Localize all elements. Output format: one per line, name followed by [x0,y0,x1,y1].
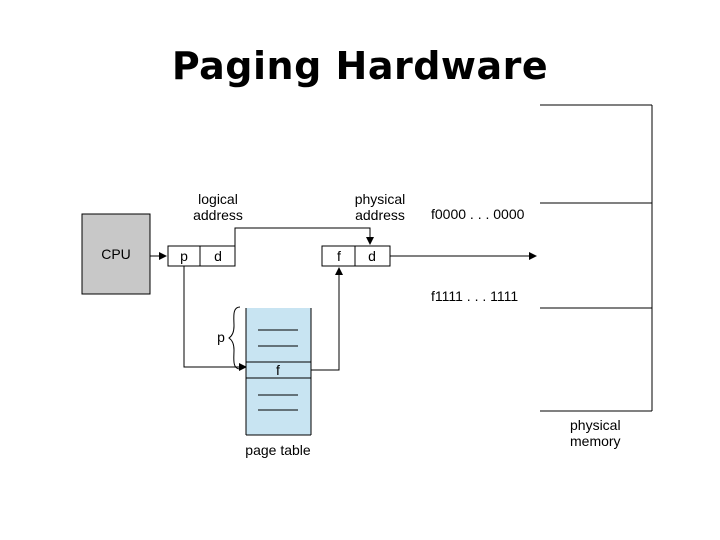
logical-address-label-line1: logical [198,191,238,207]
page-index-label: p [217,329,225,345]
logical-p-label: p [180,248,188,264]
physical-d-label: d [368,248,376,264]
physical-memory-label-line2: memory [570,433,621,449]
offset-arrow [234,227,374,246]
page-table-box [246,308,311,435]
cpu-box [81,213,151,295]
frame-end-address: f1111 . . . 1111 [431,288,518,304]
logical-d-label: d [214,248,222,264]
page-table-label: page table [245,442,311,458]
physical-address-label-line1: physical [355,191,406,207]
frame-number-arrow [311,267,343,371]
page-index-brace [228,306,241,370]
physical-address-label-line2: address [355,207,405,223]
logical-address-label-line2: address [193,207,243,223]
physical-memory-label-line1: physical [570,417,621,433]
physical-f-label: f [337,248,341,264]
slide-title: Paging Hardware [171,44,549,88]
logical-address-box [167,245,236,267]
cpu-label: CPU [101,246,131,262]
frame-start-address: f0000 . . . 0000 [431,206,525,222]
page-number-arrow [183,266,247,371]
page-table-entry-f: f [276,362,280,378]
physical-address-box [321,245,391,267]
